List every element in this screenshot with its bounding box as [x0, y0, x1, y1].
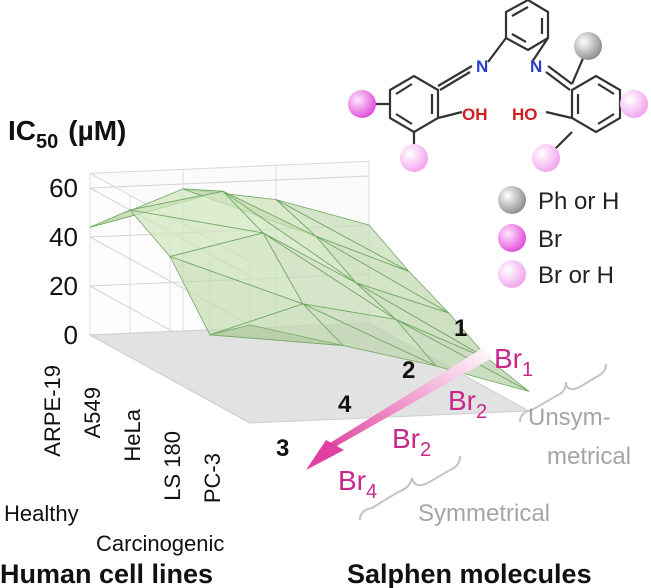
- x-group-healthy: Healthy: [4, 501, 79, 526]
- x-axis-tick-labels: ARPE-19 A549 HeLa LS 180 PC-3: [40, 365, 225, 503]
- y-tick-compound-3: 3: [276, 435, 289, 462]
- legend-label-br: Br: [538, 226, 562, 253]
- z-title-sub: 50: [36, 131, 58, 153]
- z-tick-0: 0: [64, 320, 78, 350]
- y-group-symmetrical: Symmetrical: [418, 500, 550, 527]
- substituent-br-ball-left: [348, 90, 376, 118]
- z-title-main: IC: [8, 115, 36, 146]
- substituent-label-compound-2: Br2: [448, 385, 487, 423]
- x-tick-a549: A549: [80, 387, 105, 438]
- x-tick-ls-180: LS 180: [160, 431, 185, 501]
- substituent-label-compound-3: Br4: [338, 465, 377, 503]
- brace-symmetrical: [359, 455, 461, 521]
- z-axis-title: IC50 (µM): [8, 115, 126, 153]
- x-tick-pc-3: PC-3: [200, 453, 225, 503]
- ic50-surface: [89, 188, 530, 392]
- x-tick-arpe-19: ARPE-19: [40, 365, 65, 457]
- z-tick-60: 60: [49, 173, 78, 203]
- z-title-unit: (µM): [68, 115, 126, 146]
- legend-ball-br-or-h: [498, 260, 526, 288]
- substituent-label-compound-4: Br2: [392, 423, 431, 461]
- legend-label-br-or-h: Br or H: [538, 262, 614, 289]
- group-braces: [359, 363, 607, 521]
- atom-oh-right: HO: [512, 105, 538, 124]
- y-group-unsymmetrical-line2: metrical: [547, 443, 631, 470]
- substituent-label-compound-1: Br1: [494, 343, 533, 381]
- y-group-unsymmetrical-line1: Unsym-: [528, 404, 611, 431]
- legend-label-ph-or-h: Ph or H: [538, 188, 619, 215]
- y-tick-compound-4: 4: [338, 391, 352, 418]
- y-axis-tick-labels: 1 2 4 3: [276, 315, 467, 462]
- substituent-br-or-h-ball-right2: [620, 90, 648, 118]
- y-axis-title: Salphen molecules: [347, 559, 592, 588]
- legend-ball-br: [498, 224, 526, 252]
- substituent-ph-or-h-ball: [574, 32, 602, 60]
- y-tick-compound-1: 1: [454, 315, 467, 342]
- z-tick-40: 40: [49, 222, 78, 252]
- surface-facet-22: [302, 303, 437, 367]
- right-phenol-ring: [570, 74, 622, 134]
- atom-n-right: N: [530, 57, 542, 76]
- y-tick-compound-2: 2: [402, 357, 415, 384]
- atom-n-left: N: [476, 57, 488, 76]
- compound-order-arrow: [306, 346, 492, 470]
- substituent-br-or-h-ball-right1: [532, 144, 560, 172]
- structure-atoms: N N OH HO: [348, 32, 648, 172]
- atom-oh-left: OH: [462, 105, 488, 124]
- z-tick-20: 20: [49, 271, 78, 301]
- x-group-carcinogenic: Carcinogenic: [96, 531, 224, 556]
- structure-legend: Ph or H Br Br or H: [498, 186, 619, 289]
- salphen-structure: [372, 0, 636, 151]
- surface-facet-23: [395, 319, 530, 392]
- legend-ball-ph-or-h: [498, 186, 526, 214]
- z-axis-ticks: 0 20 40 60: [49, 173, 78, 350]
- surface-facet-20: [209, 324, 344, 346]
- substituent-br-or-h-ball-left: [400, 144, 428, 172]
- brace-unsymmetrical: [519, 363, 607, 423]
- x-axis-title: Human cell lines: [0, 559, 213, 588]
- left-phenol-ring: [388, 74, 440, 134]
- x-tick-hela: HeLa: [120, 408, 145, 461]
